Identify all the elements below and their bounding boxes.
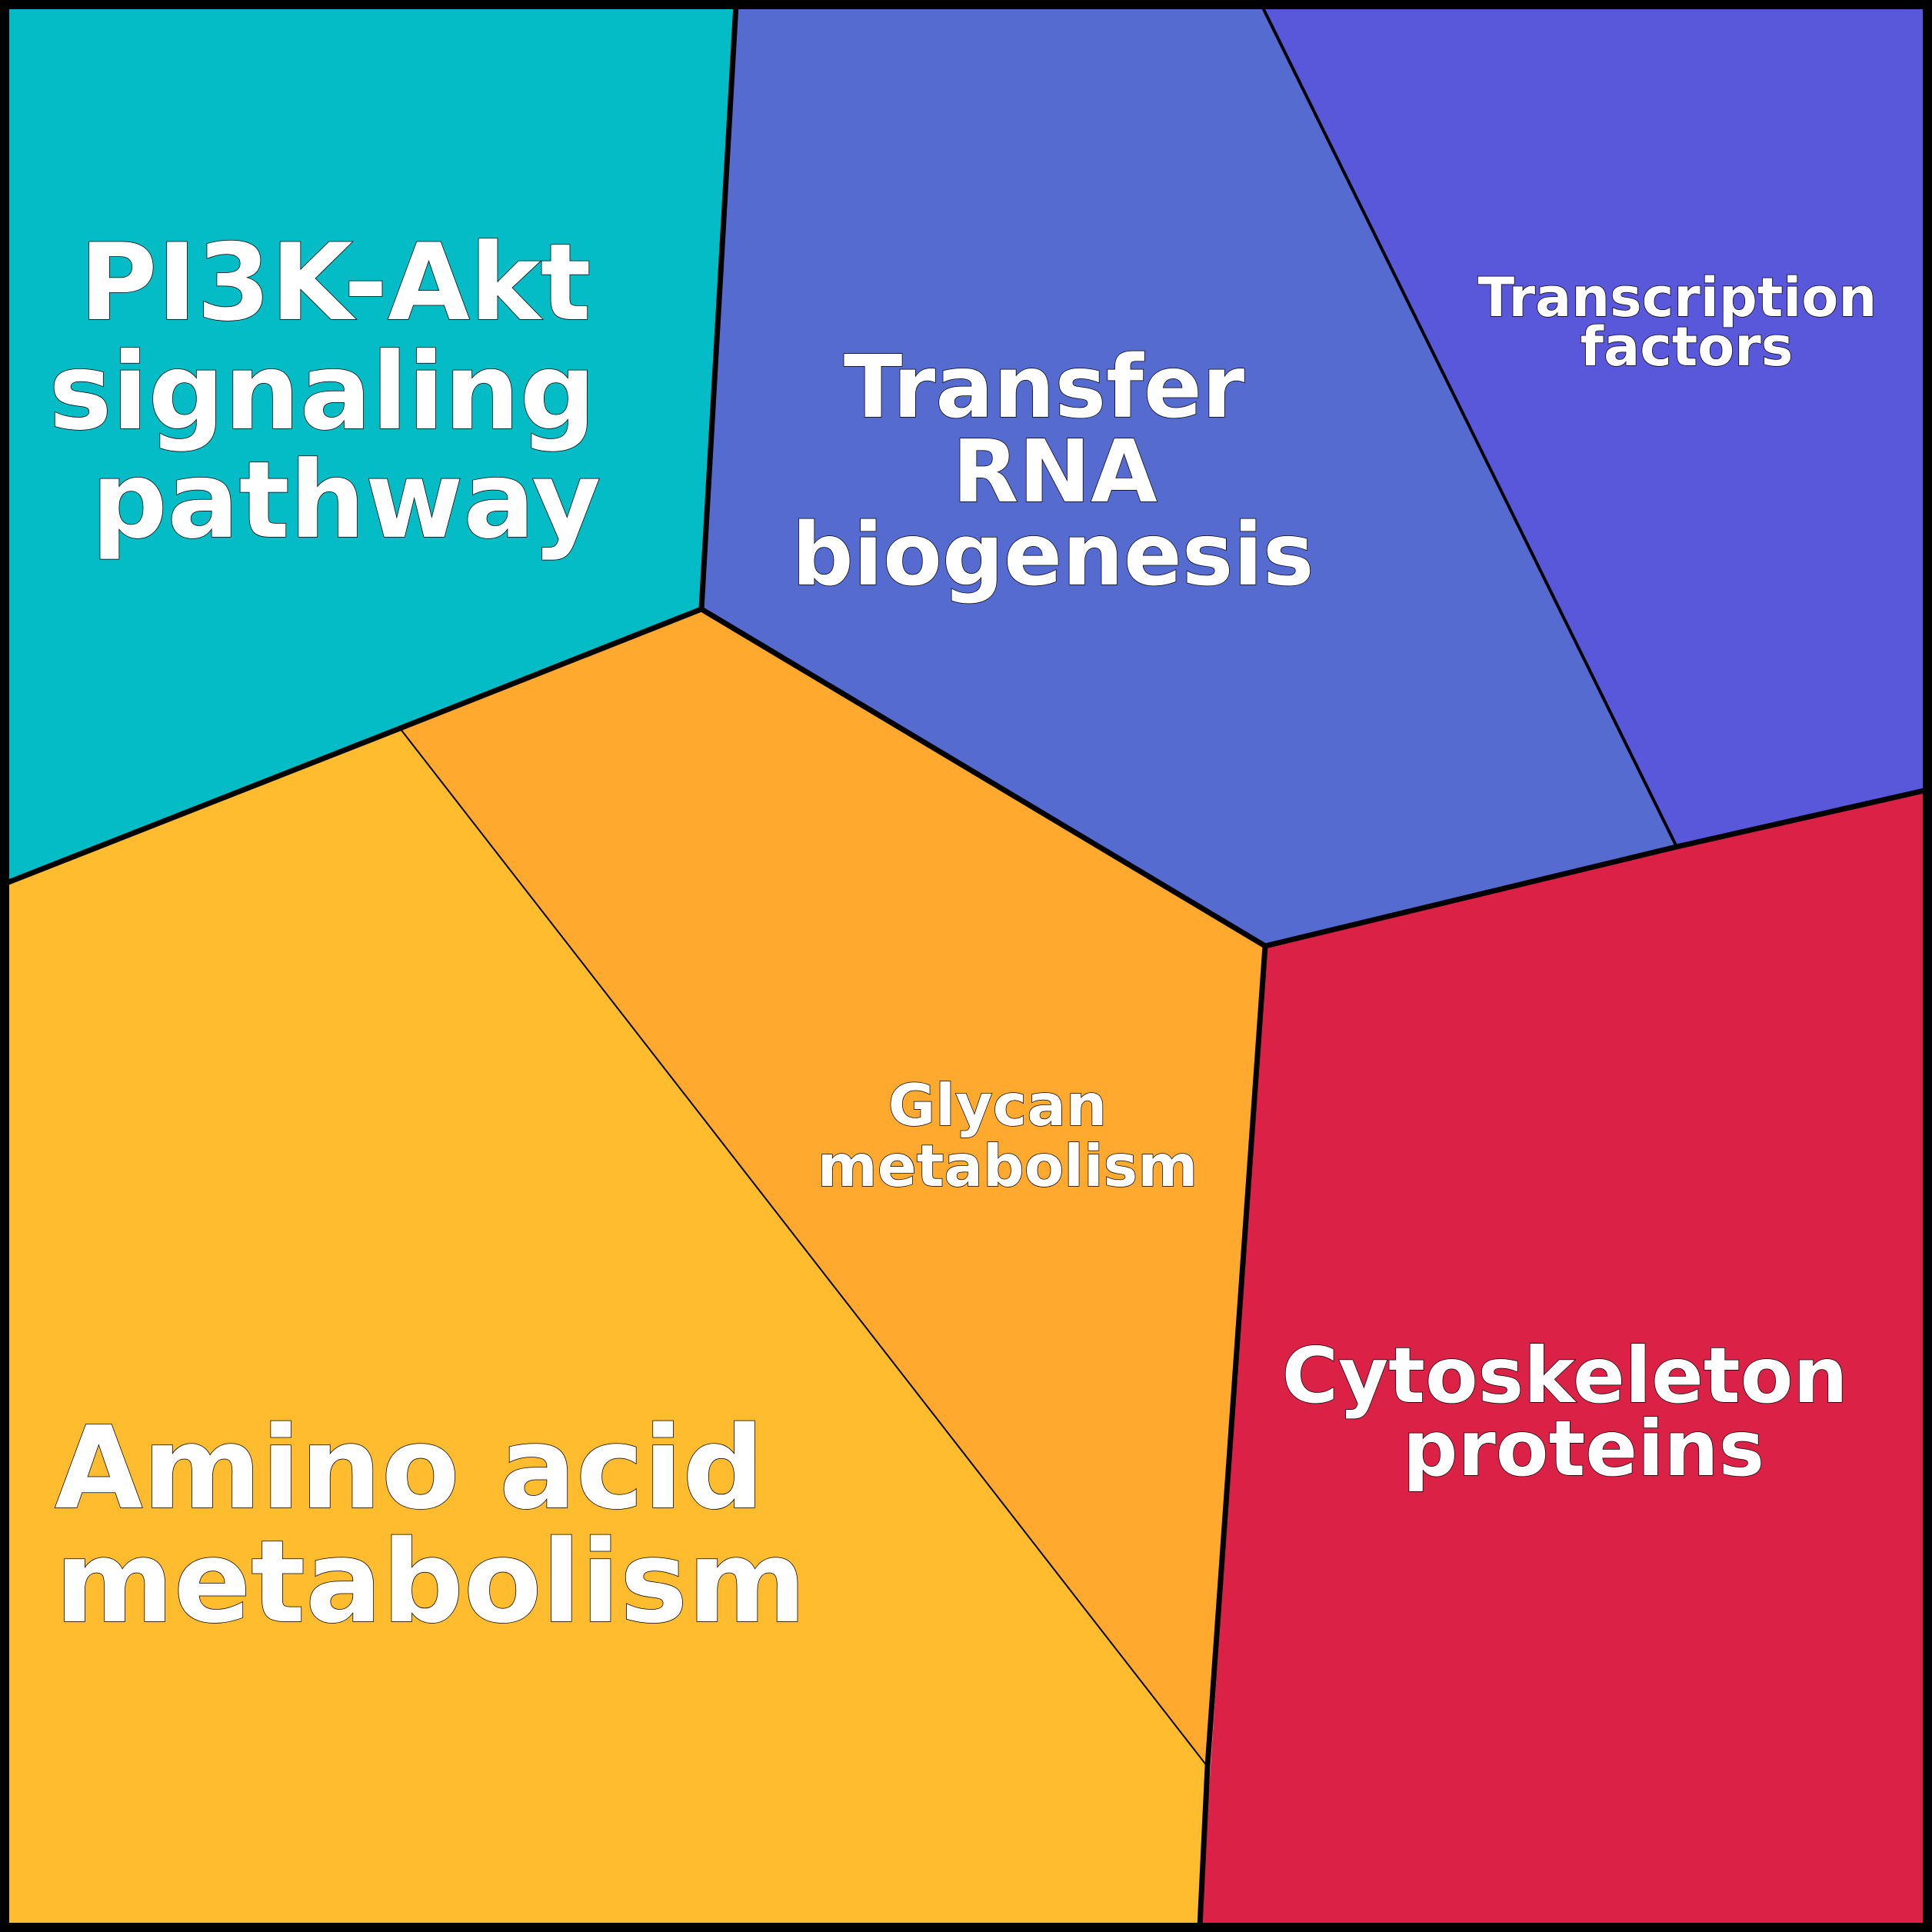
boundary-groups-bottom <box>1197 945 1268 1928</box>
boundary-groups-left <box>3 606 703 887</box>
label-glycan-metabolism: Glycan metabolism <box>818 1071 1198 1200</box>
cell-glycan[interactable] <box>400 609 1265 1767</box>
cell-transfer-rna[interactable] <box>701 5 1677 946</box>
cell-pi3k-akt[interactable] <box>5 5 736 884</box>
boundary-transfer-transcription <box>1260 4 1678 848</box>
cell-transcription-factors[interactable] <box>1261 5 1927 847</box>
boundary-glycan-amino <box>399 728 1208 1767</box>
label-amino-acid-metabolism: Amino acid metabolism <box>55 1402 806 1648</box>
label-cytoskeleton-proteins: Cytoskeleton proteins <box>1282 1331 1875 1494</box>
cell-amino-acid[interactable] <box>5 728 1208 1927</box>
label-pi3k-akt: PI3K-Akt signaling pathway <box>48 221 632 562</box>
label-transfer-rna: Transfer RNA biogenesis <box>791 338 1314 605</box>
cell-cytoskeleton[interactable] <box>1200 790 1927 1927</box>
label-transcription-factors: Transcription factors <box>1477 266 1895 378</box>
